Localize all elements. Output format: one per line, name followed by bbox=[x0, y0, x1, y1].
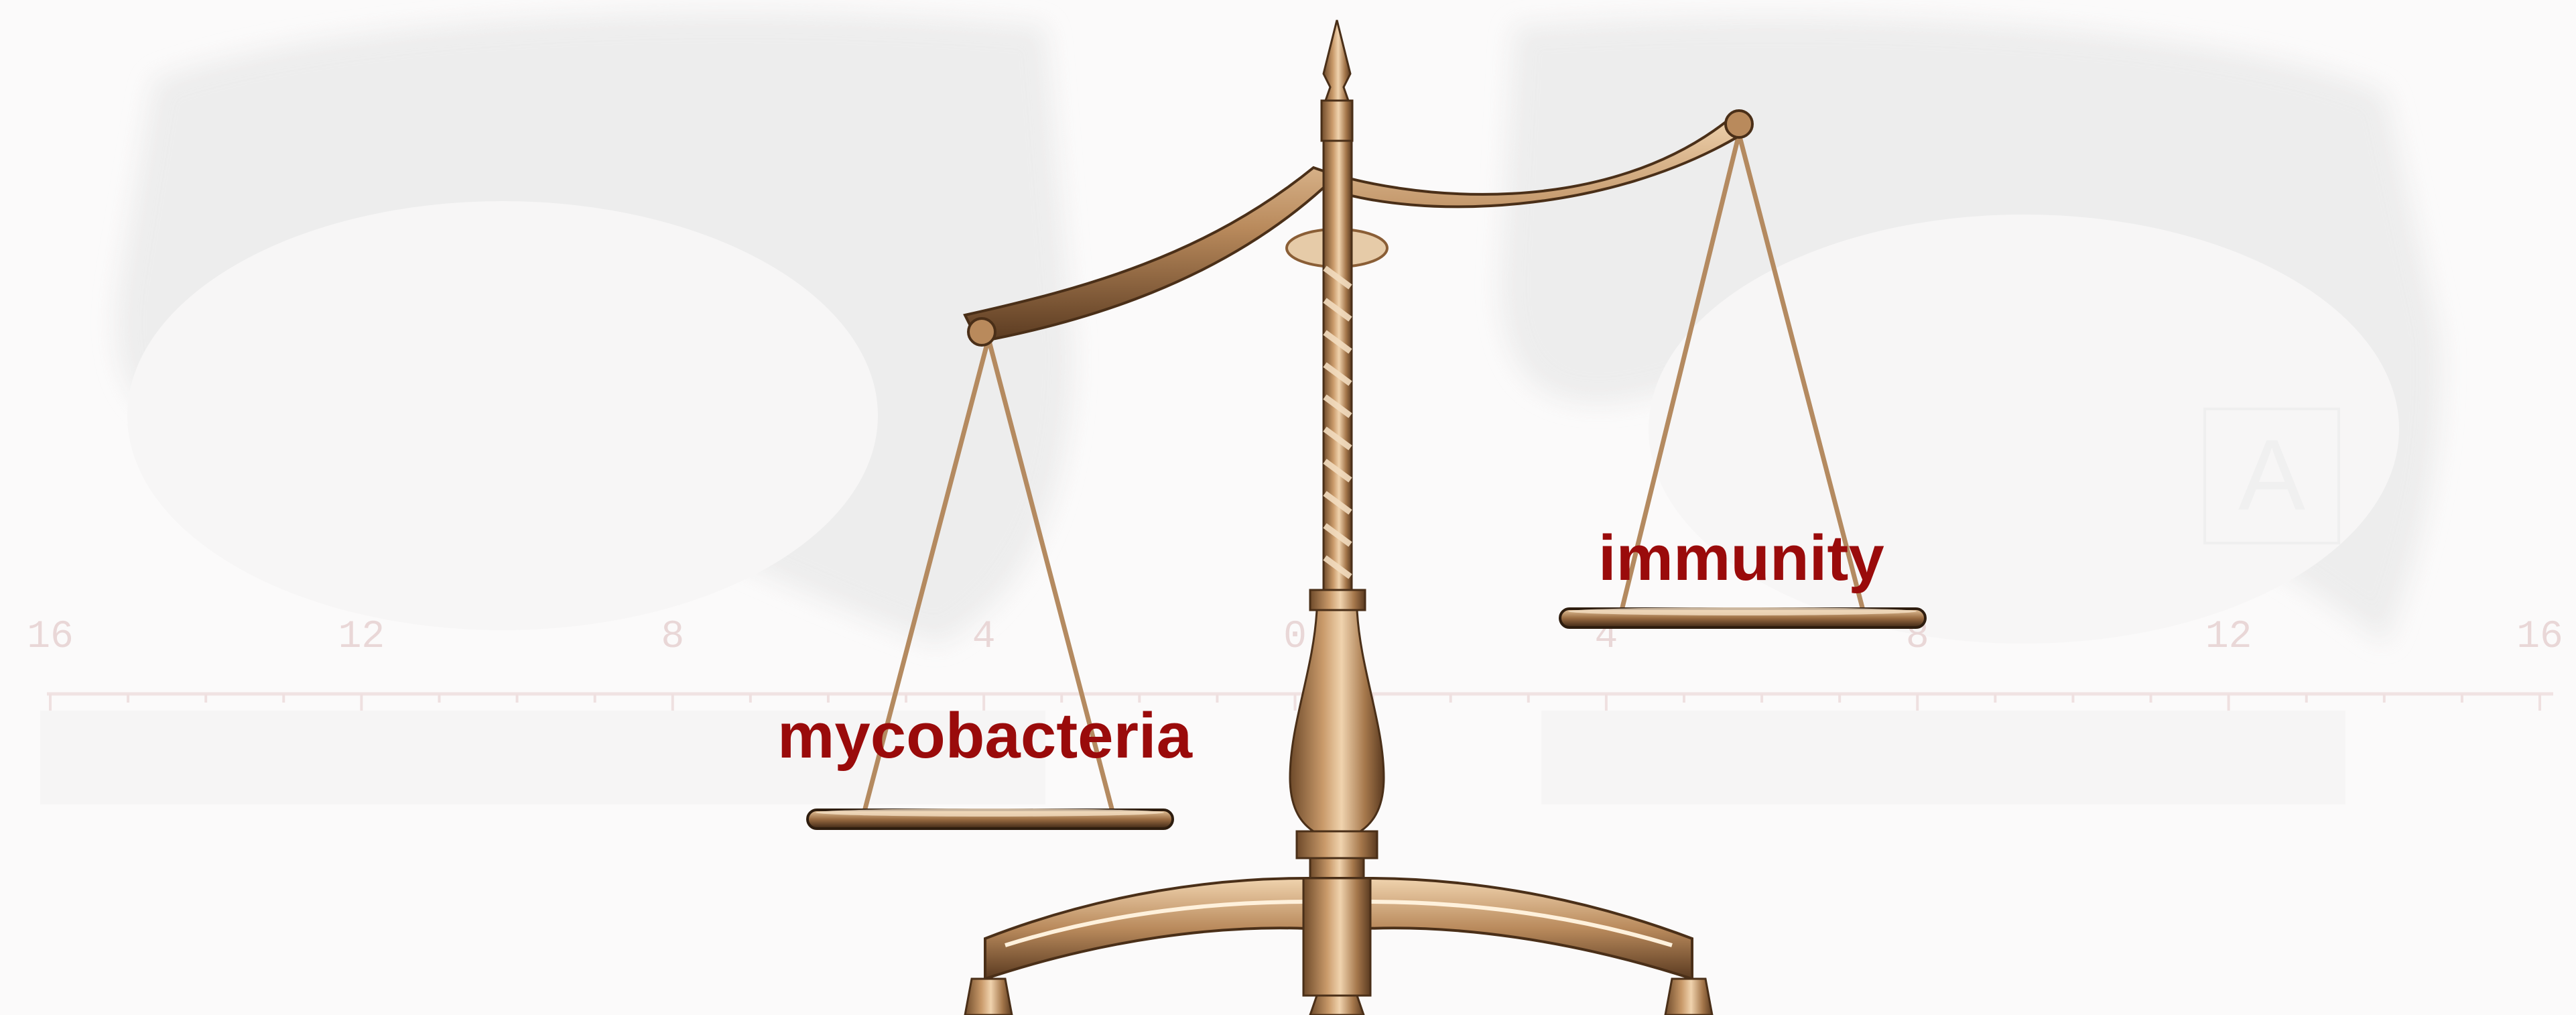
scale-finial bbox=[1324, 20, 1350, 101]
ruler-tick-label: 12 bbox=[2205, 615, 2252, 659]
left-pan-label: mycobacteria bbox=[777, 704, 1192, 768]
corner-letter: A bbox=[2238, 418, 2305, 531]
right-pan bbox=[1560, 607, 1925, 628]
lung-ct-scan-icon: A bbox=[117, 14, 2440, 644]
ruler-tick-label: 16 bbox=[2516, 615, 2563, 659]
ruler-tick-label: 8 bbox=[661, 615, 684, 659]
ruler-tick-label: 4 bbox=[972, 615, 996, 659]
ruler-tick-label: 0 bbox=[1283, 615, 1307, 659]
ruler-tick-label: 12 bbox=[338, 615, 385, 659]
ruler-tick-label: 16 bbox=[27, 615, 74, 659]
left-pan bbox=[808, 809, 1173, 829]
right-pan-label: immunity bbox=[1598, 526, 1884, 591]
